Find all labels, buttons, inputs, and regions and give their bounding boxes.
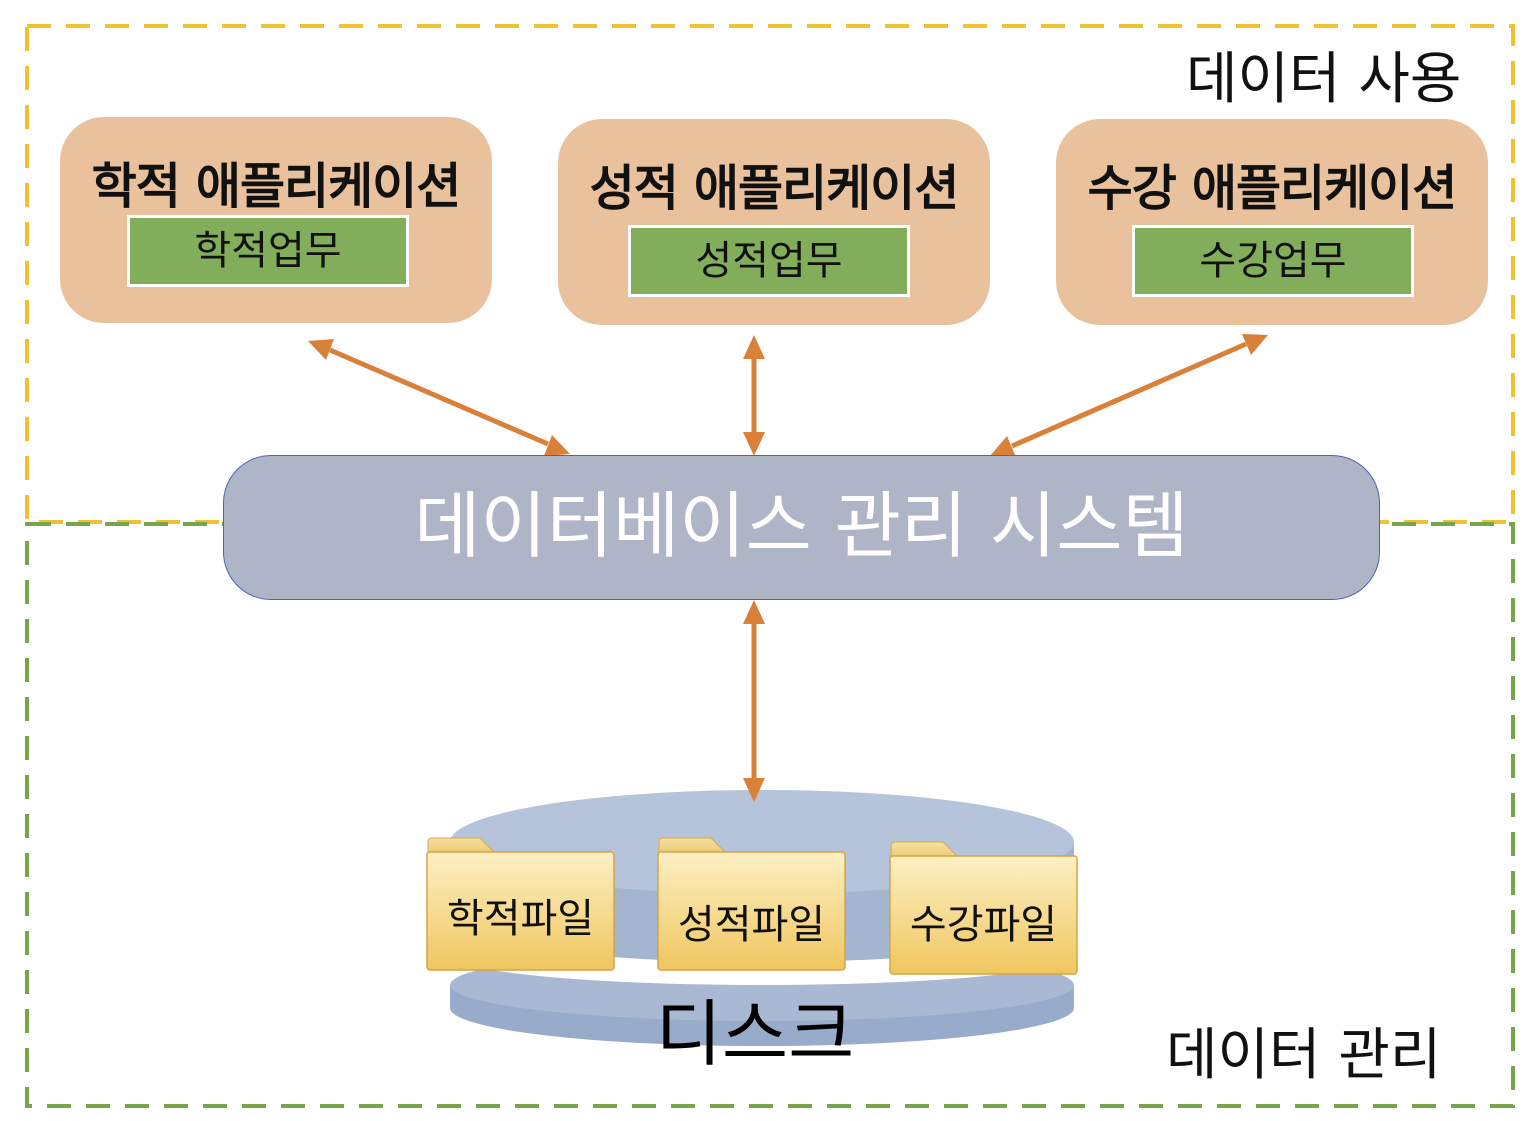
file-label-enrollment: 수강파일 xyxy=(909,902,1058,948)
app-box-enrollment: 수강 애플리케이션 수강업무 xyxy=(1056,119,1488,325)
app-title: 수강 애플리케이션 xyxy=(1087,160,1458,217)
task-box: 성적업무 xyxy=(628,225,910,297)
dbms-box: 데이터베이스 관리 시스템 xyxy=(223,455,1380,600)
folder-icon xyxy=(657,837,846,971)
folder-icon xyxy=(426,837,615,971)
folder-icon xyxy=(889,841,1078,975)
app-box-grades: 성적 애플리케이션 성적업무 xyxy=(558,119,990,325)
app-title: 학적 애플리케이션 xyxy=(91,158,462,215)
arrow-dbms-disk xyxy=(743,600,765,802)
app-title: 성적 애플리케이션 xyxy=(589,160,960,217)
arrow-app2-dbms xyxy=(743,335,765,456)
file-label-academic: 학적파일 xyxy=(446,896,595,942)
task-box: 수강업무 xyxy=(1132,225,1414,297)
arrow-app3-dbms xyxy=(990,334,1268,457)
file-label-grades: 성적파일 xyxy=(677,902,826,948)
management-region-label: 데이터 관리 xyxy=(1166,1023,1442,1088)
usage-region-border xyxy=(25,24,1515,524)
disk-label: 디스크 xyxy=(655,992,855,1076)
app-box-academic: 학적 애플리케이션 학적업무 xyxy=(60,117,492,323)
task-box: 학적업무 xyxy=(127,215,409,287)
arrow-app1-dbms xyxy=(308,339,570,456)
usage-region-label: 데이터 사용 xyxy=(1186,47,1462,112)
